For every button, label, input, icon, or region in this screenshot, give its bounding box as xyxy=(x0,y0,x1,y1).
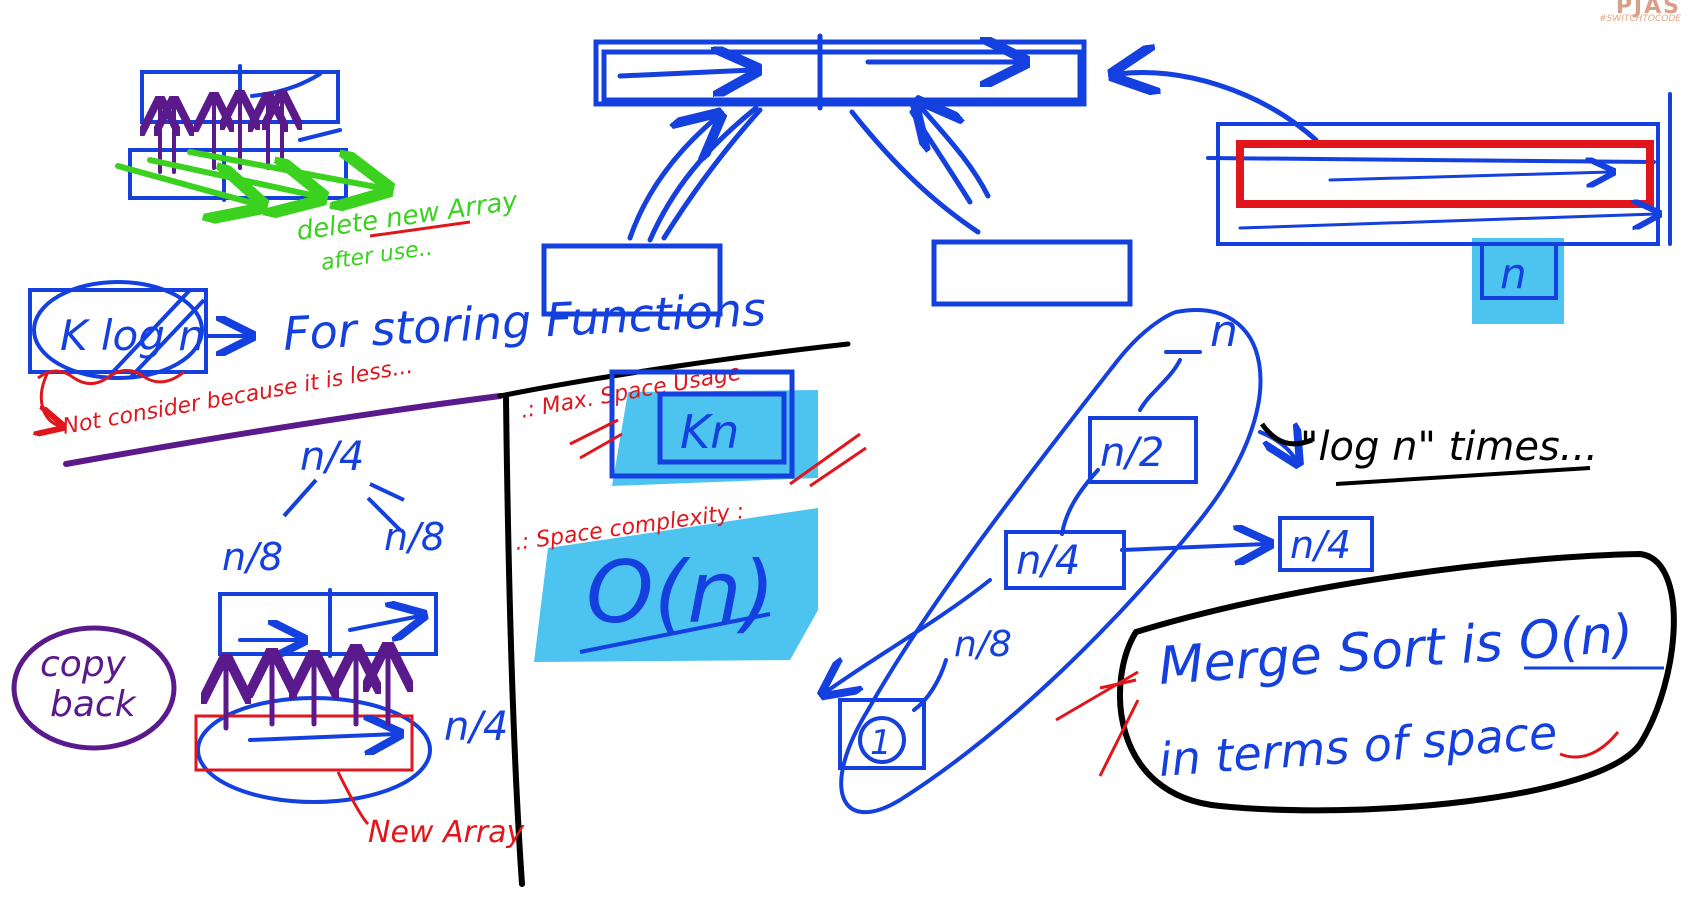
underline-new-array xyxy=(369,220,471,238)
highlight-n-box xyxy=(1472,238,1564,324)
top-center-array xyxy=(541,33,1319,317)
big-o-n: O(n) xyxy=(586,543,775,643)
purple-up-arrows-bottom xyxy=(226,652,388,731)
brand-tagline: #SWITCHTOCODE xyxy=(1599,14,1681,24)
left-mini-tree-edges xyxy=(282,478,405,532)
recursion-tree xyxy=(826,308,1374,814)
merge-sort-ellipse xyxy=(1117,550,1677,814)
tree-one: 1 xyxy=(870,723,892,763)
tree-n-over-8: n/8 xyxy=(954,624,1012,665)
tree-n-over-4: n/4 xyxy=(1016,538,1080,584)
left-n-over-8-a: n/8 xyxy=(222,535,283,579)
log-n-hook xyxy=(1259,422,1313,447)
brand-logo: PJAS #SWITCHTOCODE xyxy=(1599,0,1681,24)
new-array-pointer xyxy=(336,771,370,826)
brand-name: PJAS xyxy=(1615,0,1681,19)
highlight-big-o xyxy=(534,508,818,662)
left-n-over-4: n/4 xyxy=(300,434,364,480)
red-emphasis-strokes-kn xyxy=(569,418,867,488)
note-not-consider: Not consider because it is less... xyxy=(61,354,415,440)
copy-back-word: copy xyxy=(40,644,127,685)
tree-n-over-4-right: n/4 xyxy=(1290,523,1351,567)
note-log-n-times: "log n" times... xyxy=(1300,424,1598,470)
purple-up-arrows-top xyxy=(160,98,282,174)
red-hook-arrow xyxy=(41,371,60,426)
red-emphasis-strokes-merge xyxy=(1055,670,1620,777)
label-n-right: n xyxy=(1500,249,1527,298)
left-n-over-8-b: n/8 xyxy=(384,515,445,559)
tree-n-top: n xyxy=(1210,306,1238,357)
copy-back-circle xyxy=(11,625,177,751)
merge-sort-line1: Merge Sort is O(n) xyxy=(1157,604,1635,697)
green-arrows xyxy=(115,149,382,204)
bottom-n-over-4: n/4 xyxy=(444,704,508,750)
dividers xyxy=(63,341,851,887)
big-o-underline xyxy=(579,612,771,654)
merge-sort-line2: in terms of space xyxy=(1157,705,1559,787)
right-long-array xyxy=(1206,92,1672,300)
red-squiggle-under-klogn xyxy=(37,369,185,385)
copy-back-word: back xyxy=(50,684,138,725)
tree-n-over-2: n/2 xyxy=(1100,430,1164,476)
note-new-array: New Array xyxy=(368,815,526,850)
note-for-storing-functions: For storing Functions xyxy=(282,282,767,361)
kn-label: Kn xyxy=(680,405,739,459)
log-n-underline xyxy=(1335,466,1591,486)
k-log-n-label: K log n xyxy=(60,311,205,360)
